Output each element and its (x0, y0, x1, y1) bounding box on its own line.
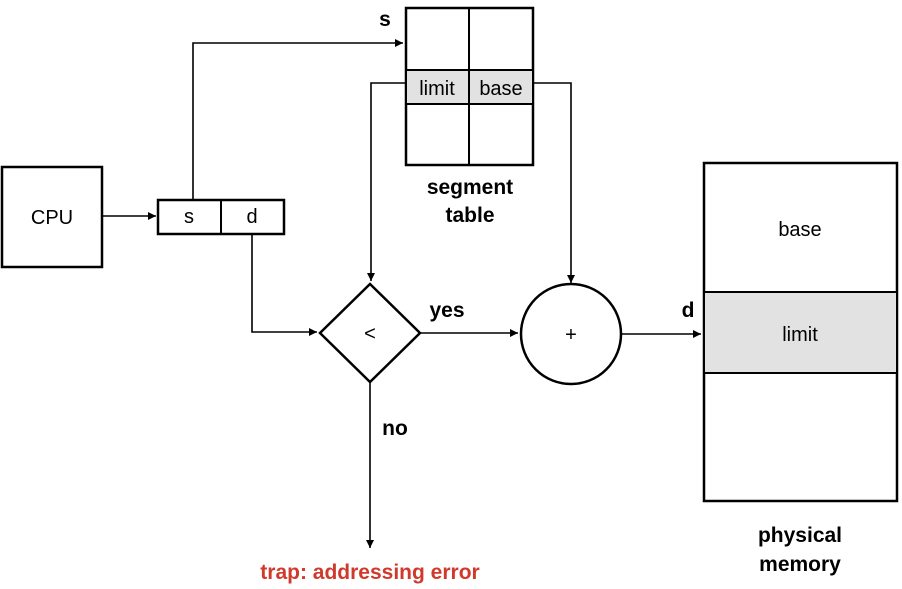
segment-base-label: base (479, 78, 522, 100)
memory-segment-block (703, 291, 898, 374)
segment-table-caption-line1: segment (427, 176, 513, 199)
address-d-field: d (246, 206, 257, 228)
physical-memory-caption-line2: memory (759, 553, 841, 576)
limit-to-comparator-arrow (367, 82, 406, 281)
comparator-symbol: < (364, 323, 376, 345)
segment-limit-label: limit (419, 78, 455, 100)
base-to-adder-arrow (533, 82, 575, 283)
address-s-field: s (184, 206, 194, 228)
cpu-box: CPU (0, 165, 104, 269)
segment-index-label: s (379, 8, 391, 31)
segment-table: limit base (404, 6, 535, 167)
d-to-comparator-arrow (251, 234, 317, 336)
segment-base-cell (468, 69, 534, 105)
adder-symbol: + (565, 324, 577, 346)
offset-d-label: d (682, 299, 695, 322)
logical-address: s d (156, 198, 286, 236)
adder-circle: + (519, 282, 623, 386)
segment-limit-cell (405, 69, 470, 105)
segment-table-caption-line2: table (445, 204, 494, 227)
cpu-label: CPU (31, 207, 73, 229)
physical-memory: base limit (702, 161, 899, 503)
trap-addressing-error-label: trap: addressing error (260, 561, 479, 584)
comparator-diamond: < (318, 282, 422, 384)
no-label: no (382, 417, 408, 440)
memory-base-label: base (778, 219, 821, 241)
s-to-segment-table-arrow (192, 39, 403, 200)
physical-memory-caption-line1: physical (758, 524, 842, 547)
memory-limit-label: limit (782, 324, 818, 346)
yes-label: yes (429, 299, 464, 322)
